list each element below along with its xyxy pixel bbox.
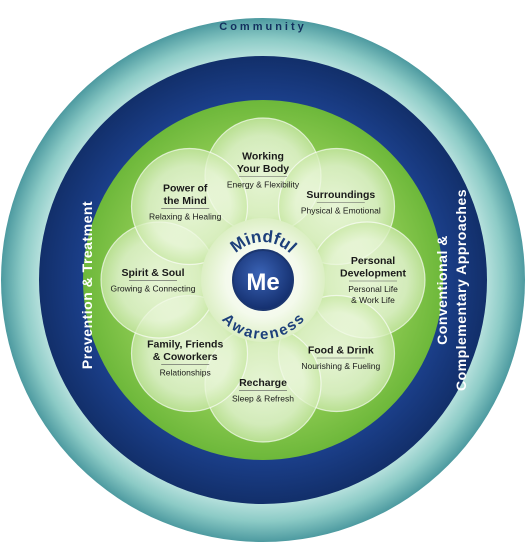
center-me-label: Me xyxy=(246,269,279,296)
petal-subtitle-line: Sleep & Refresh xyxy=(232,393,294,403)
complementary-label-line2: Complementary Approaches xyxy=(453,189,469,391)
petal-title-line: Surroundings xyxy=(306,189,375,201)
petal-subtitle-line: & Work Life xyxy=(351,295,395,305)
petal-title-line: Recharge xyxy=(239,377,287,389)
petal-title-line: Food & Drink xyxy=(308,345,374,357)
petal-subtitle-line: Relationships xyxy=(160,367,211,377)
petal-title-line: Family, Friends xyxy=(147,338,223,350)
petal-title-line: Spirit & Soul xyxy=(122,267,185,279)
petal-subtitle-line: Nourishing & Fueling xyxy=(301,361,380,371)
petal-subtitle-line: Growing & Connecting xyxy=(110,283,195,293)
petal-subtitle-line: Relaxing & Healing xyxy=(149,212,222,222)
petal-title-line: Your Body xyxy=(237,163,289,175)
petal-title-line: the Mind xyxy=(164,195,207,207)
petal-title-line: Power of xyxy=(163,183,208,195)
center-me-circle xyxy=(232,249,294,311)
petal-title-line: Personal xyxy=(351,255,395,267)
petal-group xyxy=(100,117,426,443)
petal-title-line: & Coworkers xyxy=(153,351,218,363)
petal-subtitle-line: Energy & Flexibility xyxy=(227,180,300,190)
community-label: Community xyxy=(219,21,307,33)
petal-title-line: Working xyxy=(242,151,284,163)
conventional-label-line1: Conventional & xyxy=(434,235,450,345)
petal-title-line: Development xyxy=(340,268,406,280)
prevention-treatment-label: Prevention & Treatment xyxy=(79,201,95,369)
petal-7 xyxy=(130,147,249,266)
petal-subtitle-line: Personal Life xyxy=(348,284,398,294)
petal-subtitle-line: Physical & Emotional xyxy=(301,206,381,216)
